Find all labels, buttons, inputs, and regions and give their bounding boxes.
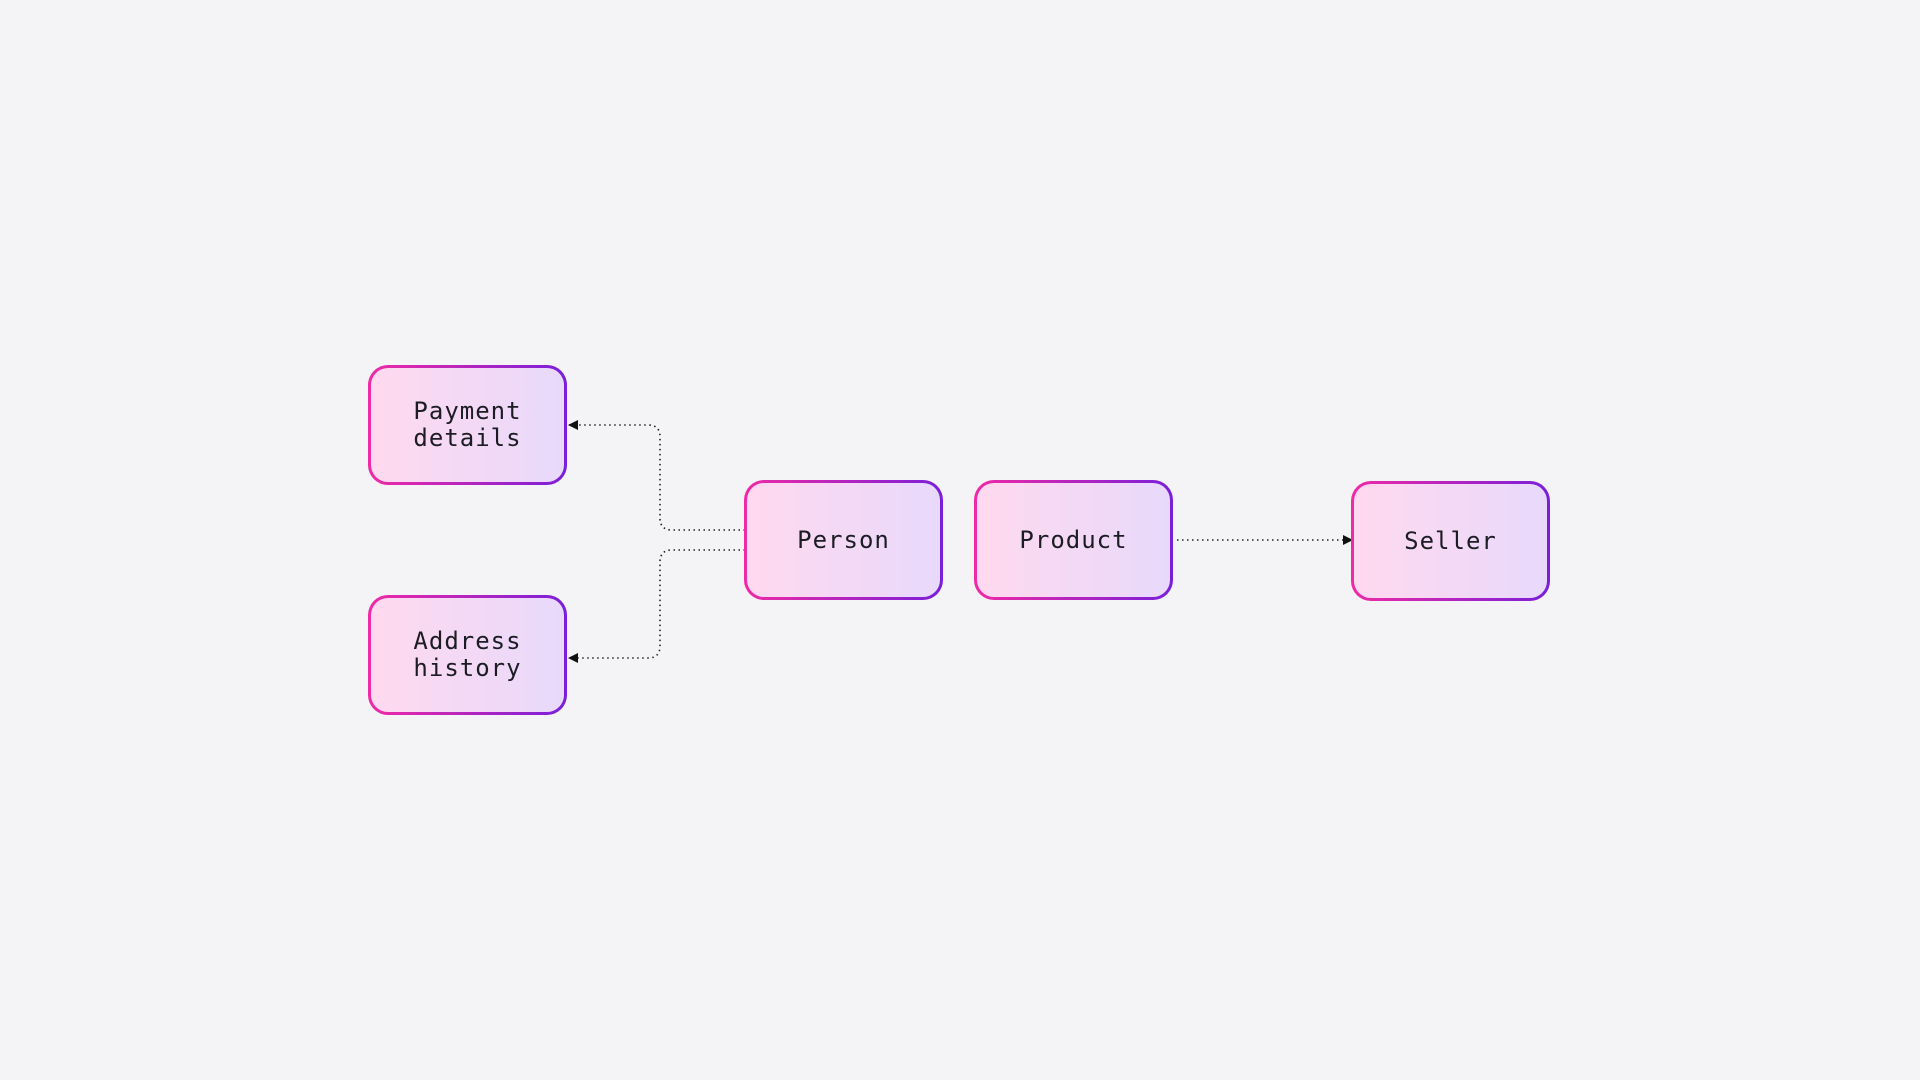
node-payment-details-body: Payment details (371, 368, 564, 482)
node-address-history: Address history (368, 595, 567, 715)
node-address-history-label: Address history (413, 627, 522, 682)
node-person-body: Person (747, 483, 940, 597)
node-seller-body: Seller (1354, 484, 1547, 598)
node-payment-details-label: Payment details (413, 397, 522, 452)
node-seller-label: Seller (1404, 526, 1497, 555)
edge-person-payment (568, 420, 754, 535)
edge-person-address (568, 545, 754, 663)
node-address-history-body: Address history (371, 598, 564, 712)
node-seller: Seller (1351, 481, 1550, 601)
node-payment-details: Payment details (368, 365, 567, 485)
node-product: Product (974, 480, 1173, 600)
node-product-body: Product (977, 483, 1170, 597)
node-person-label: Person (797, 525, 890, 554)
node-person: Person (744, 480, 943, 600)
node-product-label: Product (1019, 525, 1128, 554)
